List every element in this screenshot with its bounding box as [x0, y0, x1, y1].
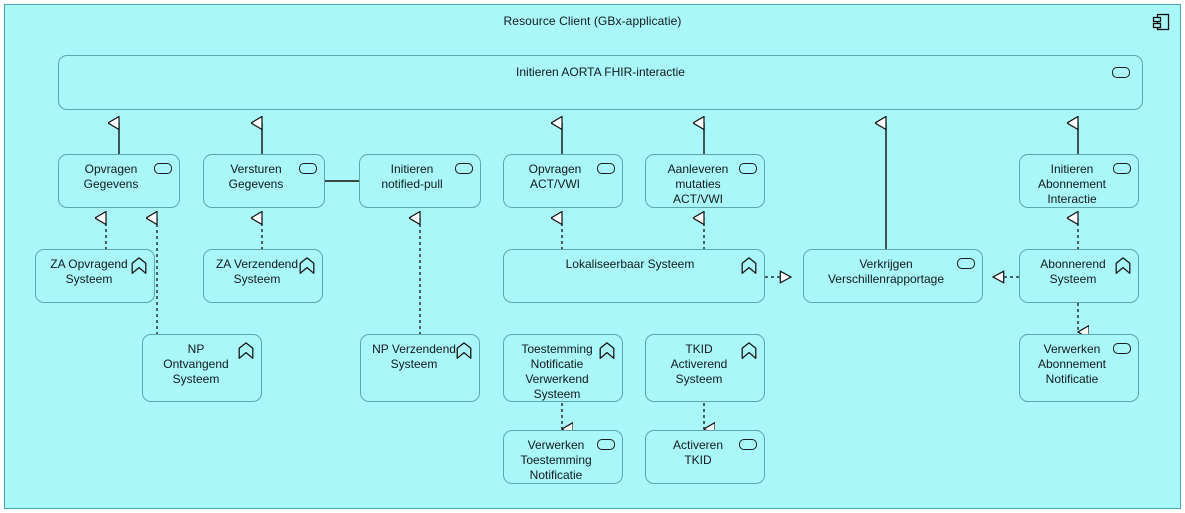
service-opvragen-gegevens[interactable]: Opvragen Gegevens — [58, 154, 180, 208]
node-label: Initieren Abonnement Interactie — [1037, 162, 1107, 206]
node-label: Abonnerend Systeem — [1040, 257, 1106, 286]
application-service-icon — [1113, 163, 1131, 179]
application-service-icon — [1113, 343, 1131, 359]
node-label: NP Ontvangend Systeem — [163, 342, 229, 386]
application-role-icon — [131, 257, 147, 274]
role-np-verzendend-systeem[interactable]: NP Verzendend Systeem — [360, 334, 480, 402]
node-label: Initieren notified-pull — [381, 162, 443, 191]
node-label: Aanleveren mutaties ACT/VWI — [667, 162, 729, 206]
node-label: Opvragen Gegevens — [83, 162, 139, 191]
node-label: Verwerken Toestemming Notificatie — [520, 438, 592, 482]
application-role-icon — [741, 342, 757, 359]
application-role-icon — [599, 342, 615, 359]
application-service-icon — [154, 163, 172, 179]
application-role-icon — [238, 342, 254, 359]
page-title: Resource Client (GBx-applicatie) — [503, 14, 682, 28]
role-abonnerend-systeem[interactable]: Abonnerend Systeem — [1019, 249, 1139, 303]
application-service-icon — [597, 163, 615, 179]
application-role-icon — [741, 257, 757, 274]
application-role-icon — [299, 257, 315, 274]
service-opvragen-act-vwi[interactable]: Opvragen ACT/VWI — [503, 154, 623, 208]
node-label: Toestemming Notificatie Verwerkend Syste… — [521, 342, 593, 401]
service-initieren-aorta-fhir-interactie[interactable]: Initieren AORTA FHIR-interactie — [58, 55, 1143, 110]
node-label: TKID Activerend Systeem — [670, 342, 728, 386]
node-label: Lokaliseerbaar Systeem — [565, 257, 695, 271]
service-initieren-notified-pull[interactable]: Initieren notified-pull — [359, 154, 481, 208]
application-service-icon — [739, 439, 757, 455]
service-verkrijgen-verschillenrapportage[interactable]: Verkrijgen Verschillenrapportage — [803, 249, 983, 303]
application-service-icon — [957, 258, 975, 274]
role-toestemming-notificatie-verwerkend-systeem[interactable]: Toestemming Notificatie Verwerkend Syste… — [503, 334, 623, 402]
node-label: Opvragen ACT/VWI — [528, 162, 582, 191]
role-lokaliseerbaar-systeem[interactable]: Lokaliseerbaar Systeem — [503, 249, 765, 303]
application-service-icon — [739, 163, 757, 179]
node-label: Versturen Gegevens — [228, 162, 284, 191]
application-service-icon — [597, 439, 615, 455]
service-verwerken-toestemming-notificatie[interactable]: Verwerken Toestemming Notificatie — [503, 430, 623, 484]
role-za-opvragend-systeem[interactable]: ZA Opvragend Systeem — [35, 249, 155, 303]
application-service-icon — [1112, 67, 1130, 83]
application-service-icon — [299, 163, 317, 179]
node-label: ZA Opvragend Systeem — [50, 257, 128, 286]
role-za-verzendend-systeem[interactable]: ZA Verzendend Systeem — [203, 249, 323, 303]
application-role-icon — [1115, 257, 1131, 274]
application-component-icon — [1152, 12, 1172, 32]
node-label: Activeren TKID — [672, 438, 724, 467]
service-initieren-abonnement-interactie[interactable]: Initieren Abonnement Interactie — [1019, 154, 1139, 208]
node-label: ZA Verzendend Systeem — [215, 257, 299, 286]
application-service-icon — [455, 163, 473, 179]
service-versturen-gegevens[interactable]: Versturen Gegevens — [203, 154, 325, 208]
role-np-ontvangend-systeem[interactable]: NP Ontvangend Systeem — [142, 334, 262, 402]
node-label: Initieren AORTA FHIR-interactie — [516, 65, 685, 79]
node-label: Verkrijgen Verschillenrapportage — [827, 257, 945, 286]
service-aanleveren-mutaties-act-vwi[interactable]: Aanleveren mutaties ACT/VWI — [645, 154, 765, 208]
service-verwerken-abonnement-notificatie[interactable]: Verwerken Abonnement Notificatie — [1019, 334, 1139, 402]
service-activeren-tkid[interactable]: Activeren TKID — [645, 430, 765, 484]
node-label: NP Verzendend Systeem — [372, 342, 456, 371]
role-tkid-activerend-systeem[interactable]: TKID Activerend Systeem — [645, 334, 765, 402]
application-role-icon — [456, 342, 472, 359]
node-label: Verwerken Abonnement Notificatie — [1037, 342, 1107, 386]
